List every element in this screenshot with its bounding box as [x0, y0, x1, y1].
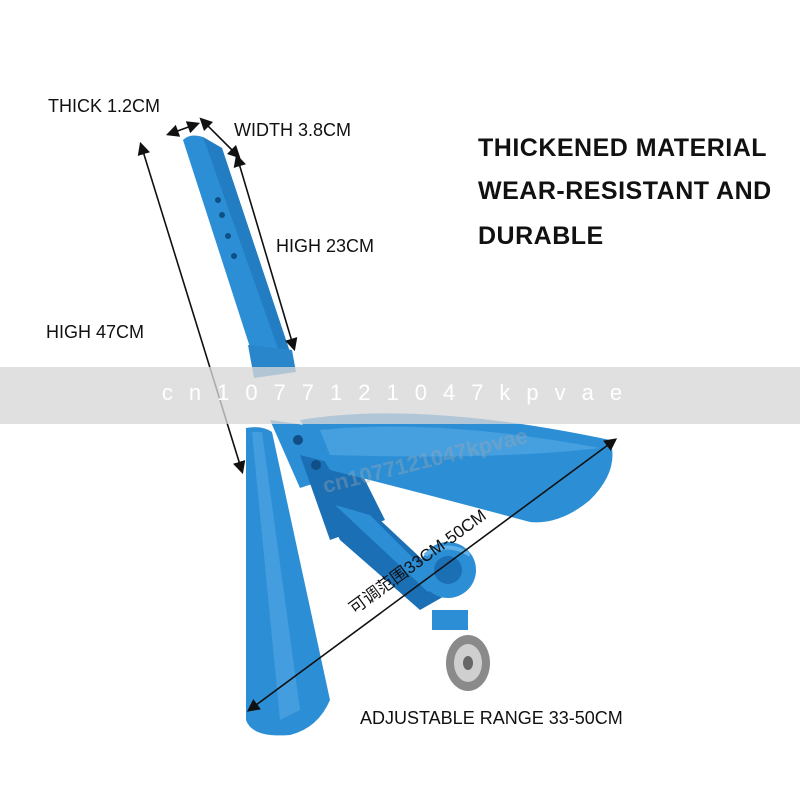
width-label: WIDTH 3.8CM [234, 120, 351, 140]
blade-height-label: HIGH 23CM [276, 236, 375, 256]
wheel [432, 610, 490, 691]
headline-line-2: WEAR-RESISTANT AND [478, 177, 772, 205]
adjustable-range-label: ADJUSTABLE RANGE 33-50CM [360, 708, 623, 728]
total-height-label: HIGH 47CM [46, 322, 145, 342]
thick-dimension-line [165, 121, 201, 137]
headline-line-3: DURABLE [478, 222, 604, 250]
blade-height-dimension-line [233, 153, 298, 352]
watermark-band-text: cn1077121047kpvae [161, 380, 639, 405]
watermark-band [0, 367, 800, 424]
adjustable-range-dimension-line [246, 438, 618, 712]
headline-line-1: THICKENED MATERIAL [478, 134, 768, 162]
thick-label: THICK 1.2CM [48, 96, 161, 116]
